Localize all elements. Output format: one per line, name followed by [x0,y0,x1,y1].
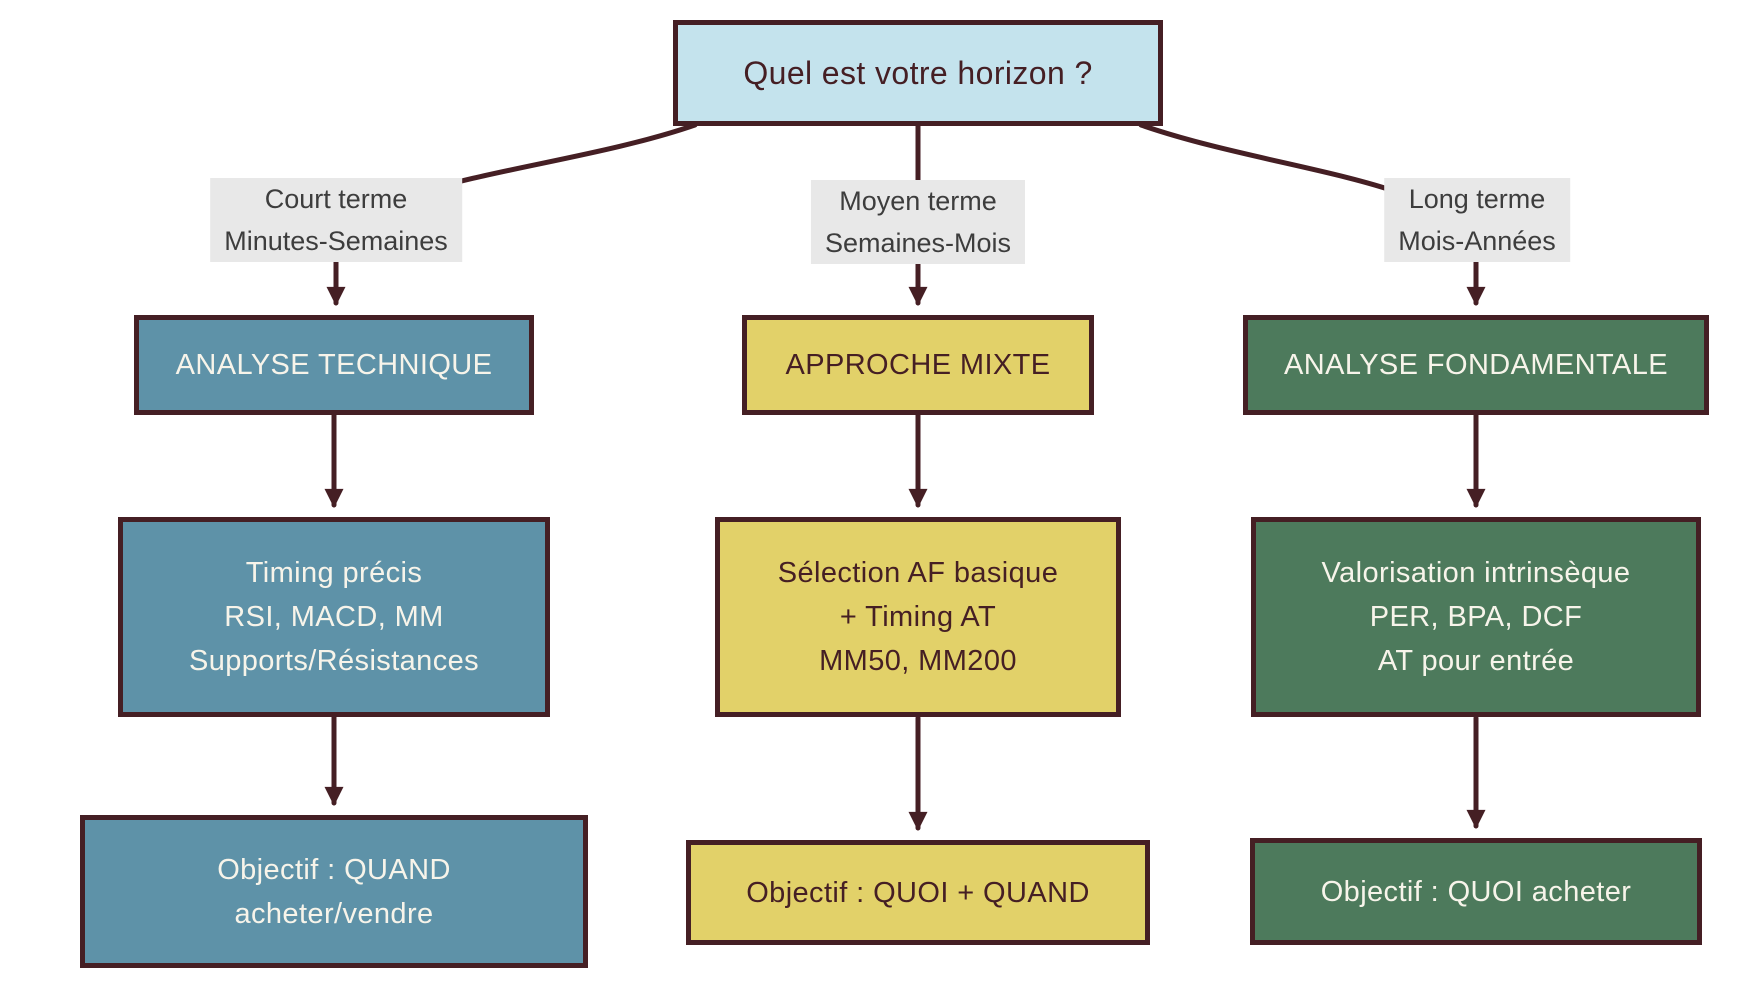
method-line: Supports/Résistances [188,645,480,677]
horizon-label-moyen-terme: Moyen terme Semaines-Mois [810,180,1026,264]
objective-line: acheter/vendre [234,897,434,930]
method-line: AT pour entrée [1377,645,1575,677]
objective-line: Objectif : QUAND [217,853,451,886]
method-line: RSI, MACD, MM [224,601,444,633]
objective-box-quoi-quand: Objectif : QUOI + QUAND [686,840,1150,945]
method-box-analyse-technique: Timing précis RSI, MACD, MM Supports/Rés… [118,517,550,717]
approach-label: APPROCHE MIXTE [785,348,1051,381]
horizon-label-line1: Long terme [1408,184,1546,214]
horizon-label-long-terme: Long terme Mois-Années [1384,178,1570,262]
method-box-approche-mixte: Sélection AF basique + Timing AT MM50, M… [715,517,1121,717]
approach-box-analyse-fondamentale: ANALYSE FONDAMENTALE [1243,315,1709,415]
method-line: Valorisation intrinsèque [1321,557,1631,589]
method-line: Timing précis [245,557,423,589]
method-line: MM50, MM200 [819,645,1017,677]
method-line: Sélection AF basique [777,557,1059,589]
horizon-label-line2: Semaines-Mois [824,228,1012,258]
method-line: PER, BPA, DCF [1369,601,1583,633]
method-line: + Timing AT [839,601,997,633]
root-question-box: Quel est votre horizon ? [673,20,1163,126]
objective-box-quoi-acheter: Objectif : QUOI acheter [1250,838,1702,945]
approach-label: ANALYSE FONDAMENTALE [1283,348,1668,381]
objective-line: Objectif : QUOI + QUAND [746,876,1090,909]
approach-box-analyse-technique: ANALYSE TECHNIQUE [134,315,534,415]
horizon-label-line2: Mois-Années [1398,226,1556,256]
method-box-analyse-fondamentale: Valorisation intrinsèque PER, BPA, DCF A… [1251,517,1701,717]
horizon-label-line1: Moyen terme [839,186,997,216]
root-question-text: Quel est votre horizon ? [743,54,1093,91]
objective-box-quand: Objectif : QUAND acheter/vendre [80,815,588,968]
approach-label: ANALYSE TECHNIQUE [175,348,493,381]
horizon-label-line2: Minutes-Semaines [224,226,448,256]
objective-line: Objectif : QUOI acheter [1320,875,1632,908]
horizon-label-line1: Court terme [264,184,408,214]
horizon-label-court-terme: Court terme Minutes-Semaines [210,178,462,262]
approach-box-approche-mixte: APPROCHE MIXTE [742,315,1094,415]
